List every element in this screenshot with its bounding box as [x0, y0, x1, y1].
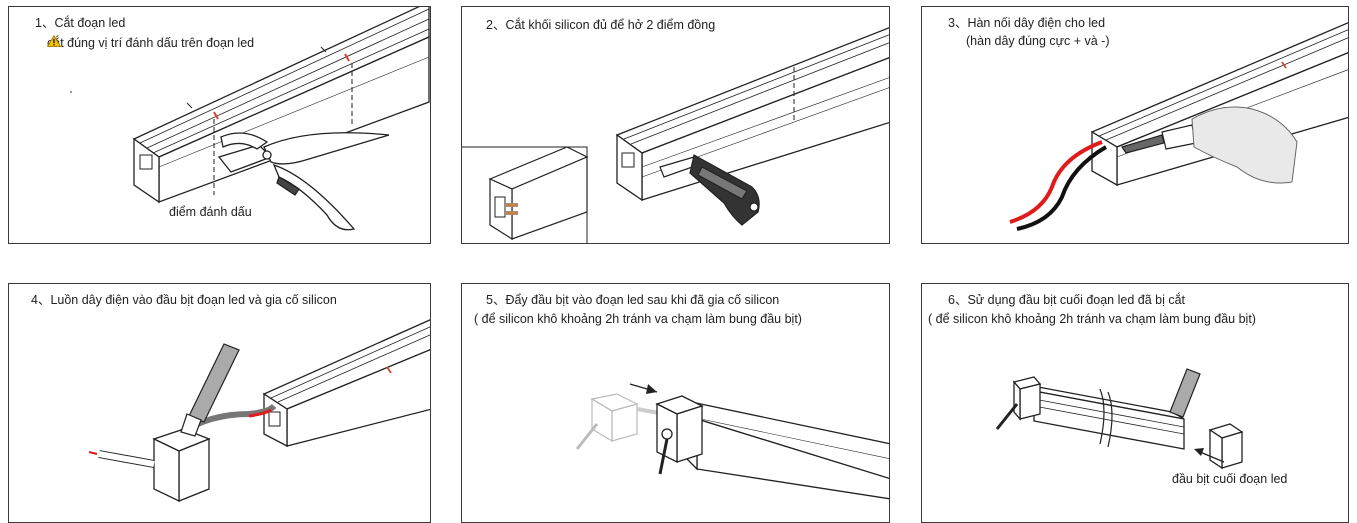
step-6-cap-label: đầu bịt cuối đoạn led [1172, 472, 1288, 486]
step-3-subtitle: (hàn dây đúng cực + và -) [966, 34, 1110, 48]
red-wire [1009, 140, 1103, 224]
step-1-illustration [70, 7, 430, 231]
step-1-warning: cắt đúng vị trí đánh dấu trên đoạn led [47, 35, 255, 50]
step-panel-6: 6、Sử dụng đầu bịt cuối đoạn led đã bị cắ… [921, 283, 1349, 523]
glue-tube-icon [1169, 368, 1201, 418]
led-strip-end [488, 146, 589, 241]
step-2-title: 2、Cắt khối silicon đủ để hở 2 điểm đồng [486, 18, 716, 32]
black-wire [1016, 145, 1108, 231]
step-panel-3: 3、Hàn nối dây điện cho led (hàn dây đúng… [921, 6, 1349, 244]
step-6-title: 6、Sử dụng đầu bịt cuối đoạn led đã bị cắ… [948, 293, 1186, 307]
hand-illustration [1191, 106, 1298, 184]
arrow-icon [1199, 451, 1225, 463]
led-strip [674, 397, 889, 500]
step-3-illustration [1009, 22, 1348, 231]
step-4-illustration [88, 319, 430, 503]
loose-end-cap [1208, 423, 1244, 470]
step-4-title: 4、Luồn dây điện vào đầu bịt đoạn led và … [31, 293, 337, 307]
led-strip [262, 319, 430, 448]
cut-mark [344, 53, 350, 62]
led-strip [1021, 383, 1185, 450]
end-cap-icon [152, 428, 211, 503]
scissors-icon [217, 132, 390, 231]
glue-tube-icon [180, 343, 240, 437]
step-panel-4: 4、Luồn dây điện vào đầu bịt đoạn led và … [8, 283, 431, 523]
step-panel-1: 1、Cắt đoạn led cắt đúng vị trí đánh dấu … [8, 6, 431, 244]
step-1-title: 1、Cắt đoạn led [35, 16, 126, 30]
step-panel-2: 2、Cắt khối silicon đủ để hở 2 điểm đồng [461, 6, 890, 244]
cut-mark [213, 111, 219, 120]
step-3-title: 3、Hàn nối dây điện cho led [948, 16, 1106, 30]
end-cap-icon [1012, 376, 1042, 421]
step-5-illustration [575, 383, 889, 500]
step-6-illustration [995, 368, 1244, 470]
led-strip [615, 27, 889, 202]
step-5-title: 5、Đẩy đầu bịt vào đoạn led sau khi đã gi… [486, 293, 780, 307]
step-5-subtitle: ( để silicon khô khoảng 2h tránh va chạm… [474, 312, 802, 326]
ghost-end-cap [575, 393, 639, 450]
step-panel-5: 5、Đẩy đầu bịt vào đoạn led sau khi đã gi… [461, 283, 890, 523]
soldering-iron-icon [1121, 124, 1197, 154]
utility-knife-icon [659, 154, 760, 226]
end-cap-icon [655, 395, 704, 464]
step-1-mark-label: điểm đánh dấu [169, 205, 252, 219]
step-2-illustration [462, 27, 889, 243]
warning-icon [47, 35, 61, 47]
step-6-subtitle: ( để silicon khô khoảng 2h tránh va chạm… [928, 312, 1256, 326]
